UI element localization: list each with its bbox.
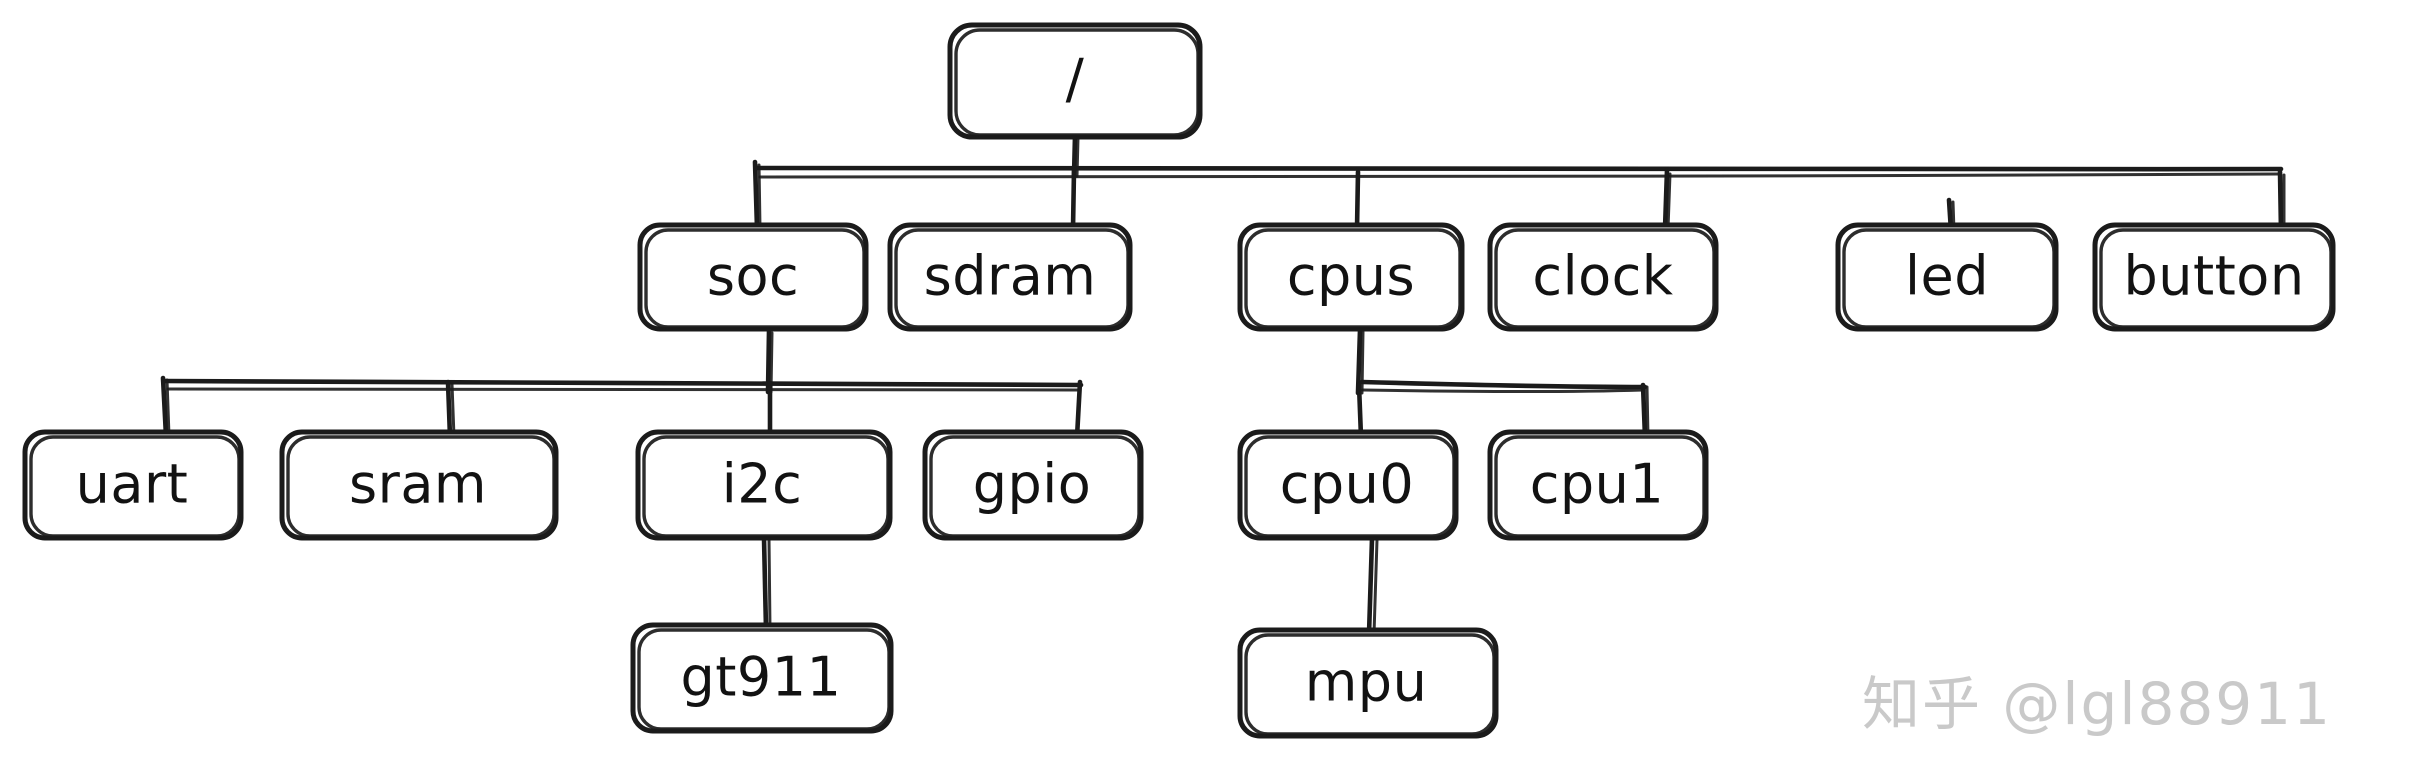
node-led-label: led <box>1905 245 1989 308</box>
node-button-label: button <box>2123 245 2304 308</box>
node-gt911[interactable]: gt911 <box>630 622 894 734</box>
node-soc-label: soc <box>707 245 799 308</box>
node-clock[interactable]: clock <box>1487 222 1719 332</box>
edge-cpusbus-to-cpu1 <box>1640 382 1650 440</box>
node-sram-label: sram <box>349 453 487 516</box>
node-mpu[interactable]: mpu <box>1237 627 1499 739</box>
edge-bus-to-button <box>2277 169 2286 234</box>
node-cpu1[interactable]: cpu1 <box>1487 429 1709 541</box>
edge-i2c-to-gt911 <box>761 535 772 632</box>
node-sdram-label: sdram <box>924 245 1097 308</box>
edge-cpus-bus <box>1359 379 1648 393</box>
node-soc[interactable]: soc <box>637 222 869 332</box>
edge-bus-to-clock <box>1662 167 1672 232</box>
node-led[interactable]: led <box>1835 222 2059 332</box>
node-gpio-label: gpio <box>973 453 1092 516</box>
node-uart-label: uart <box>76 453 189 516</box>
edge-bus-to-sdram <box>1070 167 1077 232</box>
edge-cpusbus-to-cpu0 <box>1356 382 1364 440</box>
node-gt911-label: gt911 <box>680 646 841 709</box>
node-cpu0[interactable]: cpu0 <box>1237 429 1459 541</box>
node-button[interactable]: button <box>2092 222 2336 332</box>
edge-cpu0-to-mpu <box>1366 536 1379 637</box>
edge-root-bus <box>753 165 2284 180</box>
node-uart[interactable]: uart <box>22 429 244 541</box>
edge-bus-to-soc <box>752 159 762 231</box>
node-mpu-label: mpu <box>1305 651 1428 714</box>
edge-soc-bus <box>161 378 1084 393</box>
node-cpus[interactable]: cpus <box>1237 222 1465 332</box>
node-i2c-label: i2c <box>722 453 803 516</box>
node-cpu1-label: cpu1 <box>1530 453 1665 516</box>
node-i2c[interactable]: i2c <box>635 429 893 541</box>
edge-socbus-to-gpio <box>1074 379 1083 440</box>
node-sdram[interactable]: sdram <box>887 222 1133 332</box>
node-sram[interactable]: sram <box>279 429 559 541</box>
edge-layer <box>160 133 2286 637</box>
node-gpio[interactable]: gpio <box>922 429 1144 541</box>
node-clock-label: clock <box>1532 245 1673 308</box>
edge-socbus-to-uart <box>160 375 171 439</box>
node-root-label: / <box>1066 48 1085 111</box>
node-cpus-label: cpus <box>1287 245 1415 308</box>
edge-socbus-to-sram <box>445 379 456 440</box>
edge-bus-to-cpus <box>1354 169 1361 232</box>
node-cpu0-label: cpu0 <box>1280 453 1415 516</box>
node-root[interactable]: / <box>947 22 1203 140</box>
